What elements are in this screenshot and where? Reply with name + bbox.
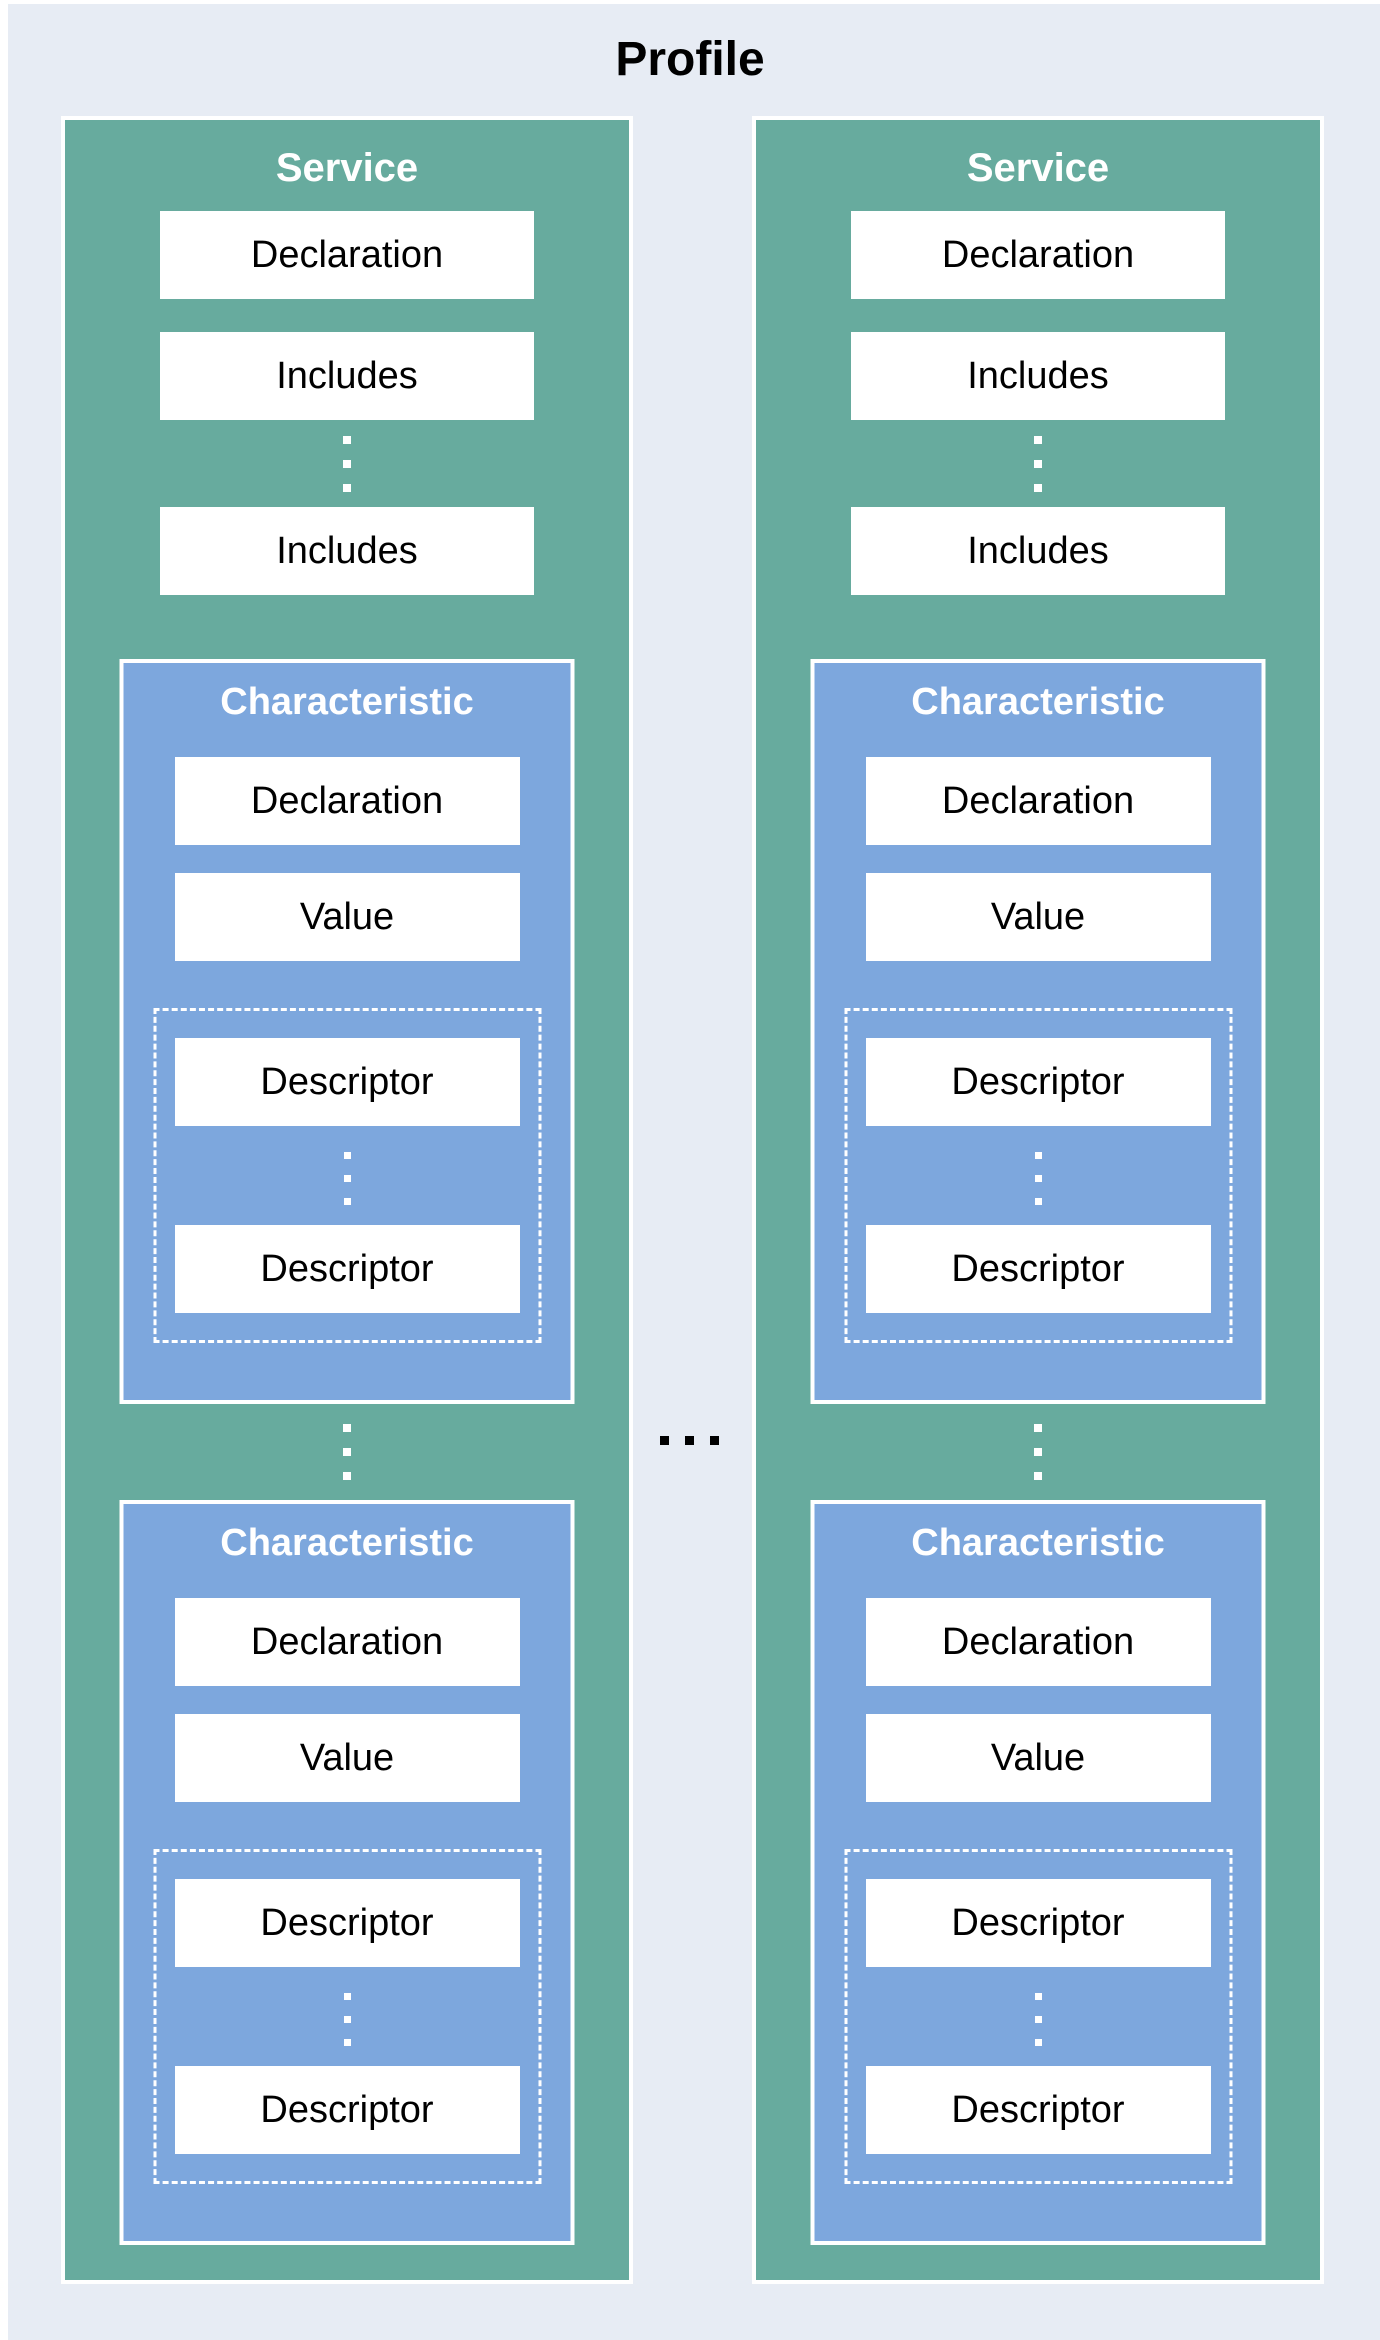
dot bbox=[1034, 1448, 1042, 1456]
characteristic-value-box: Value bbox=[865, 873, 1211, 961]
characteristic-declaration-box: Declaration bbox=[174, 1598, 520, 1686]
characteristic-declaration-box: Declaration bbox=[865, 1598, 1211, 1686]
characteristic-box: Characteristic Declaration Value Descrip… bbox=[810, 1500, 1266, 2245]
dot bbox=[343, 2016, 351, 2023]
dot bbox=[343, 1198, 351, 1205]
service-title: Service bbox=[275, 146, 419, 190]
horizontal-ellipsis-icon bbox=[660, 1436, 719, 1445]
descriptor-group: Descriptor Descriptor bbox=[844, 1008, 1232, 1343]
dot bbox=[343, 436, 351, 444]
descriptor-box: Descriptor bbox=[174, 1225, 520, 1313]
service-box: Service Declaration Includes Includes Ch… bbox=[61, 116, 633, 2284]
characteristic-value-box: Value bbox=[174, 873, 520, 961]
dot bbox=[343, 1993, 351, 2000]
dot bbox=[1034, 1424, 1042, 1432]
vertical-ellipsis-icon bbox=[1034, 1424, 1042, 1480]
descriptor-box: Descriptor bbox=[174, 1038, 520, 1126]
dot bbox=[1034, 484, 1042, 492]
descriptor-group: Descriptor Descriptor bbox=[153, 1849, 541, 2184]
characteristic-value-box: Value bbox=[865, 1714, 1211, 1802]
dot bbox=[660, 1436, 669, 1445]
service-declaration-box: Declaration bbox=[160, 211, 534, 299]
characteristic-box: Characteristic Declaration Value Descrip… bbox=[119, 659, 575, 1404]
dot bbox=[1034, 1993, 1042, 2000]
dot bbox=[343, 1472, 351, 1480]
descriptor-box: Descriptor bbox=[865, 2066, 1211, 2154]
dot bbox=[343, 1152, 351, 1159]
vertical-ellipsis-icon bbox=[343, 436, 351, 492]
dot bbox=[343, 1424, 351, 1432]
descriptor-box: Descriptor bbox=[865, 1038, 1211, 1126]
dot bbox=[343, 2039, 351, 2046]
service-title: Service bbox=[966, 146, 1110, 190]
descriptor-group: Descriptor Descriptor bbox=[844, 1849, 1232, 2184]
dot bbox=[343, 1448, 351, 1456]
vertical-ellipsis-icon bbox=[1034, 1152, 1042, 1205]
dot bbox=[1034, 2016, 1042, 2023]
dot bbox=[343, 484, 351, 492]
vertical-ellipsis-icon bbox=[1034, 436, 1042, 492]
characteristic-value-box: Value bbox=[174, 1714, 520, 1802]
service-includes-box: Includes bbox=[160, 507, 534, 595]
descriptor-box: Descriptor bbox=[865, 1879, 1211, 1967]
vertical-ellipsis-icon bbox=[343, 1993, 351, 2046]
descriptor-box: Descriptor bbox=[174, 2066, 520, 2154]
dot bbox=[1034, 1175, 1042, 1182]
vertical-ellipsis-icon bbox=[343, 1152, 351, 1205]
dot bbox=[1034, 436, 1042, 444]
dot bbox=[1034, 1472, 1042, 1480]
descriptor-group: Descriptor Descriptor bbox=[153, 1008, 541, 1343]
dot bbox=[710, 1436, 719, 1445]
characteristic-declaration-box: Declaration bbox=[865, 757, 1211, 845]
characteristic-box: Characteristic Declaration Value Descrip… bbox=[810, 659, 1266, 1404]
dot bbox=[343, 460, 351, 468]
dot bbox=[1034, 2039, 1042, 2046]
vertical-ellipsis-icon bbox=[343, 1424, 351, 1480]
service-box: Service Declaration Includes Includes Ch… bbox=[752, 116, 1324, 2284]
descriptor-box: Descriptor bbox=[174, 1879, 520, 1967]
service-includes-box: Includes bbox=[851, 507, 1225, 595]
dot bbox=[1034, 460, 1042, 468]
page-title: Profile bbox=[615, 33, 765, 86]
vertical-ellipsis-icon bbox=[1034, 1993, 1042, 2046]
descriptor-box: Descriptor bbox=[865, 1225, 1211, 1313]
characteristic-box: Characteristic Declaration Value Descrip… bbox=[119, 1500, 575, 2245]
dot bbox=[343, 1175, 351, 1182]
characteristic-declaration-box: Declaration bbox=[174, 757, 520, 845]
service-includes-box: Includes bbox=[851, 332, 1225, 420]
dot bbox=[1034, 1198, 1042, 1205]
characteristic-title: Characteristic bbox=[220, 1522, 474, 1564]
characteristic-title: Characteristic bbox=[220, 681, 474, 723]
service-includes-box: Includes bbox=[160, 332, 534, 420]
dot bbox=[685, 1436, 694, 1445]
characteristic-title: Characteristic bbox=[911, 681, 1165, 723]
characteristic-title: Characteristic bbox=[911, 1522, 1165, 1564]
dot bbox=[1034, 1152, 1042, 1159]
service-declaration-box: Declaration bbox=[851, 211, 1225, 299]
